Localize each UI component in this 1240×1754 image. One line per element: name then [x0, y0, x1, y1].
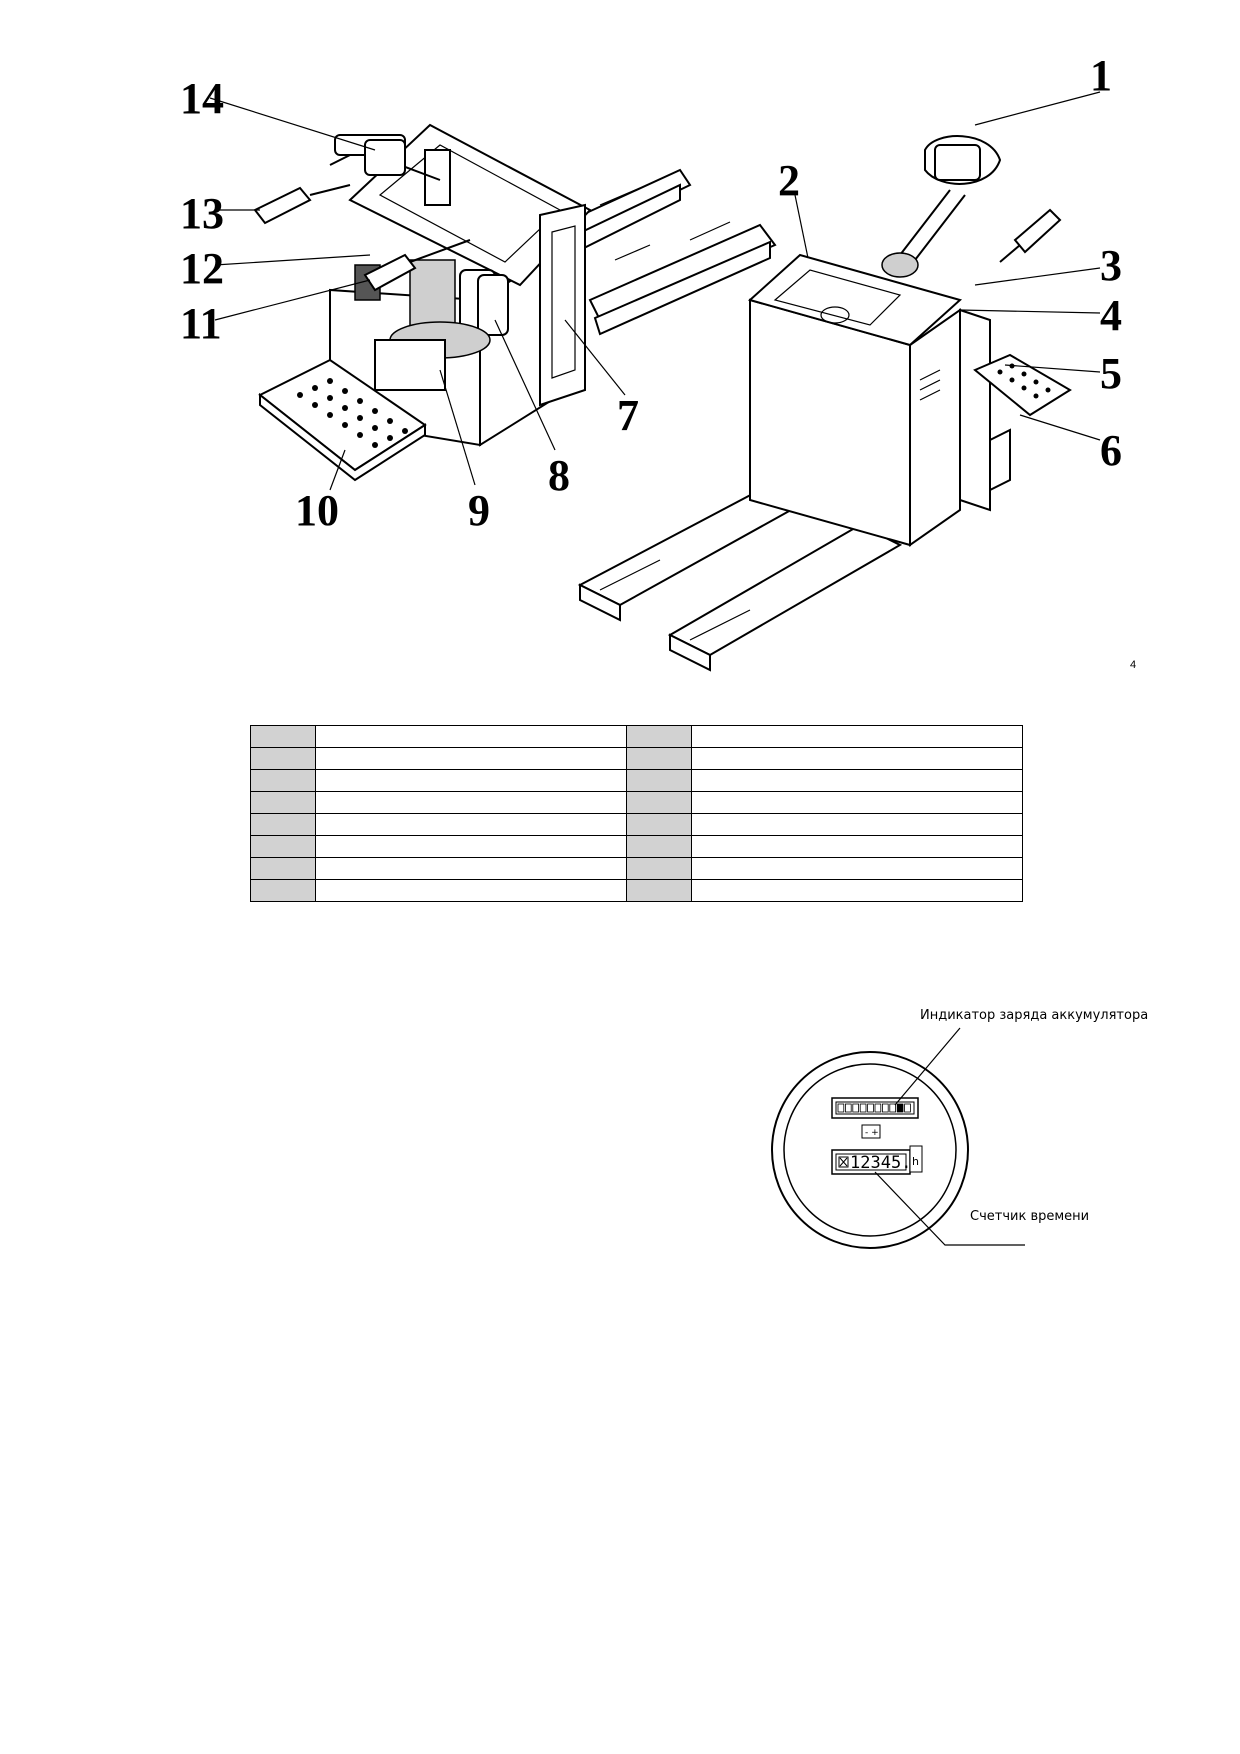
leader-lines: [209, 91, 1101, 491]
callout-8: 8: [548, 451, 570, 500]
callout-numbers: 1 2 3 4 5 6 7 8 9 10 11 12 13 14 4: [180, 51, 1136, 671]
battery-segment: [882, 1103, 889, 1113]
table-row: [250, 747, 1023, 770]
battery-segment: [896, 1103, 904, 1113]
table-cell: [626, 835, 692, 858]
callout-2: 2: [778, 156, 800, 205]
battery-bar: [831, 1097, 919, 1119]
battery-segments: [837, 1103, 911, 1113]
table-cell: [626, 747, 692, 770]
pallet-truck-diagram: 1 2 3 4 5 6 7 8 9 10 11 12 13 14 4: [180, 51, 1136, 672]
table-row: [250, 813, 1023, 836]
battery-indicator-label: Индикатор заряда аккумулятора: [920, 1008, 1148, 1023]
callout-1: 1: [1090, 51, 1112, 100]
callout-14: 14: [180, 74, 224, 123]
callout-13: 13: [180, 189, 224, 238]
table-row: [250, 769, 1023, 792]
callout-3: 3: [1100, 241, 1122, 290]
table-cell: [315, 791, 627, 814]
table-cell: [691, 857, 1023, 880]
table-cell: [626, 791, 692, 814]
battery-segment: [889, 1103, 897, 1113]
table-cell: [691, 769, 1023, 792]
table-cell: [250, 857, 316, 880]
hour-meter-value: 12345.6: [850, 1153, 922, 1173]
table-cell: [691, 747, 1023, 770]
table-cell: [250, 769, 316, 792]
table-cell: [691, 791, 1023, 814]
battery-leader-line: [894, 1027, 961, 1106]
callout-11: 11: [180, 299, 222, 348]
table-cell: [250, 747, 316, 770]
hour-counter-label: Счетчик времени: [970, 1209, 1089, 1224]
callout-7: 7: [617, 391, 639, 440]
hour-meter: 12345.6 h: [831, 1145, 923, 1175]
hour-meter-unit: h: [912, 1155, 919, 1168]
table-row: [250, 879, 1023, 902]
battery-segment: [859, 1103, 867, 1113]
callout-12: 12: [180, 244, 224, 293]
platform-dots-left: [297, 378, 408, 448]
table-cell: [315, 835, 627, 858]
callout-6: 6: [1100, 426, 1122, 475]
table-row: [250, 857, 1023, 880]
table-cell: [315, 857, 627, 880]
battery-segment: [852, 1103, 860, 1113]
table-row: [250, 791, 1023, 814]
table-cell: [691, 725, 1023, 748]
table-cell: [315, 813, 627, 836]
table-cell: [250, 835, 316, 858]
battery-segment: [837, 1103, 845, 1113]
battery-segment: [904, 1103, 911, 1113]
parts-table: [250, 725, 1023, 902]
battery-segment: [867, 1103, 874, 1113]
page-mark: 4: [1130, 659, 1136, 671]
battery-icon: - +: [861, 1124, 881, 1139]
table-cell: [626, 857, 692, 880]
table-cell: [315, 725, 627, 748]
table-cell: [626, 769, 692, 792]
table-cell: [691, 879, 1023, 902]
svg-text:- +: - +: [865, 1128, 879, 1138]
callout-10: 10: [295, 486, 339, 535]
table-cell: [626, 879, 692, 902]
table-cell: [315, 879, 627, 902]
table-cell: [315, 747, 627, 770]
battery-hour-gauge: - + 12345.6 h Индикатор заряда аккумулят…: [771, 1008, 1148, 1249]
table-cell: [626, 725, 692, 748]
hour-leader-line: [874, 1171, 1025, 1246]
table-cell: [250, 791, 316, 814]
callout-4: 4: [1100, 291, 1122, 340]
right-truck: [577, 135, 1072, 672]
table-cell: [691, 813, 1023, 836]
table-cell: [315, 769, 627, 792]
table-cell: [250, 725, 316, 748]
platform-dots-right: [997, 363, 1051, 399]
table-cell: [691, 835, 1023, 858]
table-row: [250, 725, 1023, 748]
callout-9: 9: [468, 486, 490, 535]
battery-segment: [845, 1103, 852, 1113]
table-row: [250, 835, 1023, 858]
battery-segment: [874, 1103, 882, 1113]
table-cell: [250, 879, 316, 902]
left-truck: [253, 123, 777, 482]
table-cell: [250, 813, 316, 836]
callout-5: 5: [1100, 349, 1122, 398]
table-cell: [626, 813, 692, 836]
